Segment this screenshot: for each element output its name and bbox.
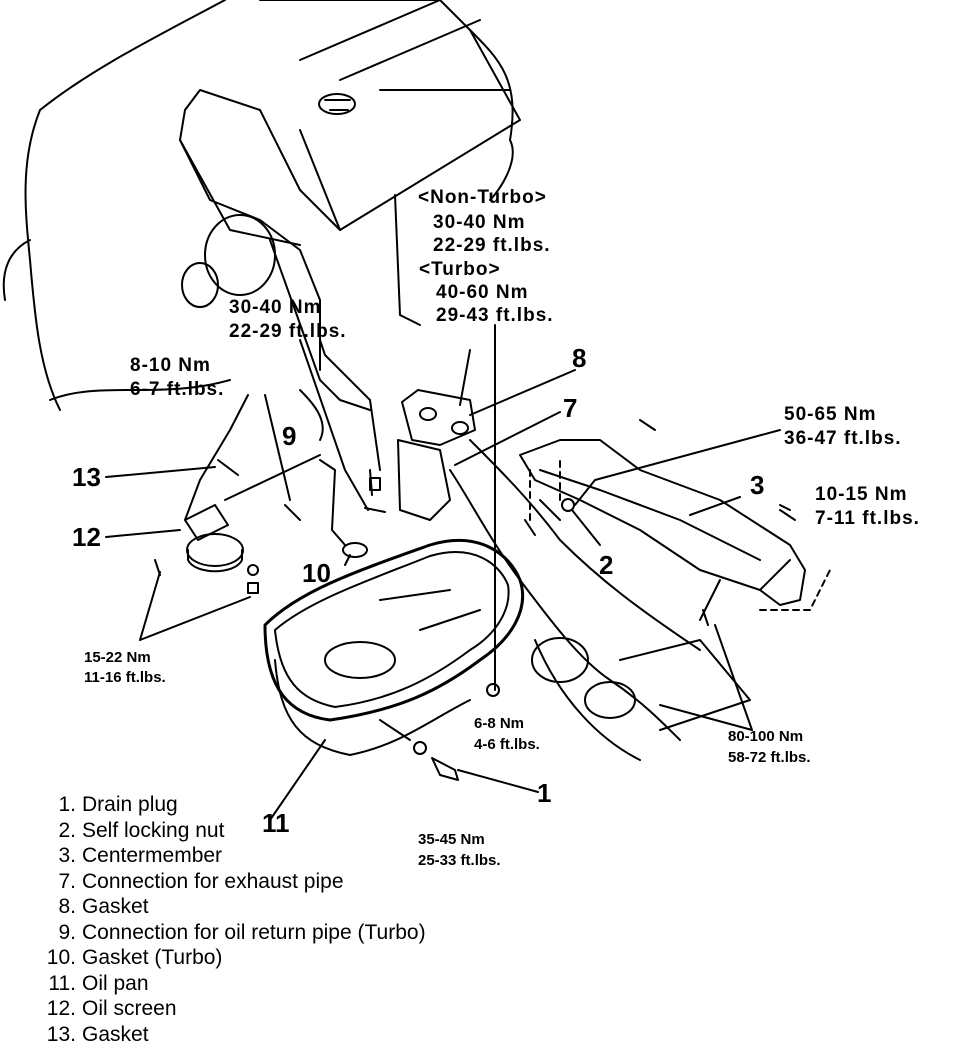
non-turbo-header: <Non-Turbo> xyxy=(418,187,547,208)
legend-text: Centermember xyxy=(82,844,223,867)
legend-text: Connection for exhaust pipe xyxy=(82,869,344,893)
callout-7: 7 xyxy=(563,393,578,423)
legend-number: 7. xyxy=(58,869,76,893)
non-turbo-torque-nm: 30-40 Nm xyxy=(433,212,526,233)
member-torque-nm: 80-100 Nm xyxy=(728,728,804,745)
legend-text: Connection for oil return pipe (Turbo) xyxy=(82,920,426,944)
legend-item: 11.Oil pan xyxy=(30,971,426,997)
left-upper-torque-nm: 30-40 Nm xyxy=(229,297,322,318)
legend-text: Gasket (Turbo) xyxy=(82,946,223,969)
legend-item: 12. Oil screen xyxy=(30,996,426,1022)
legend-text: Gasket xyxy=(82,895,149,918)
legend-number: 8. xyxy=(58,895,76,918)
legend-item: 3. Centermember xyxy=(30,843,426,869)
legend-number: 12. xyxy=(46,997,76,1020)
left-mid-torque-ftlbs: 6-7 ft.lbs. xyxy=(130,379,225,400)
right-mid-torque-nm: 10-15 Nm xyxy=(815,484,908,505)
turbo-torque-nm: 40-60 Nm xyxy=(436,282,529,303)
drain-plug-torque-nm: 35-45 Nm xyxy=(418,831,485,848)
valve-cover-ridge xyxy=(299,0,511,231)
legend-number: 1. xyxy=(58,793,76,816)
legend-item: 9.Connection for oil return pipe (Turbo) xyxy=(30,920,426,946)
member-torque-ftlbs: 58-72 ft.lbs. xyxy=(728,749,811,766)
legend-item: 10. Gasket (Turbo) xyxy=(30,945,426,971)
legend-item: 13.Gasket xyxy=(30,1022,426,1048)
right-mid-torque-ftlbs: 7-11 ft.lbs. xyxy=(815,508,920,529)
non-turbo-torque-ftlbs: 22-29 ft.lbs. xyxy=(433,235,551,256)
exhaust-gasket xyxy=(401,389,476,446)
callout-10: 10 xyxy=(302,558,331,588)
left-upper-torque-ftlbs: 22-29 ft.lbs. xyxy=(229,321,347,342)
pan-bolt-torque-ftlbs: 4-6 ft.lbs. xyxy=(474,736,540,753)
right-upper-torque-nm: 50-65 Nm xyxy=(784,404,877,425)
legend-number: 13. xyxy=(46,1022,76,1046)
legend-item: 1. Drain plug xyxy=(30,792,426,818)
drain-plug-torque-ftlbs: 25-33 ft.lbs. xyxy=(418,852,501,869)
parts-legend: 1. Drain plug 2.Self locking nut 3. Center… xyxy=(30,792,426,1047)
legend-text: Oil pan xyxy=(82,971,149,995)
body-outline xyxy=(24,0,226,411)
oil-screen-icon xyxy=(186,533,244,567)
legend-item: 8. Gasket xyxy=(30,894,426,920)
callout-13: 13 xyxy=(72,462,101,492)
callout-9: 9 xyxy=(282,421,297,451)
timing-pulley-icon xyxy=(204,214,276,296)
callout-2: 2 xyxy=(599,550,614,580)
callout-11: 11 xyxy=(262,808,290,838)
legend-item: 2.Self locking nut xyxy=(30,818,426,844)
callout-8: 8 xyxy=(572,343,587,373)
oil-screen-torque-ftlbs: 11-16 ft.lbs. xyxy=(84,669,166,686)
legend-text: Drain plug xyxy=(82,793,178,816)
exhaust-pipe xyxy=(449,469,681,741)
legend-number: 10. xyxy=(46,946,76,969)
body-outline-2 xyxy=(2,239,31,301)
legend-text: Self locking nut xyxy=(82,818,225,842)
legend-text: Gasket xyxy=(82,1022,149,1046)
oil-filler-cap-icon xyxy=(318,93,356,115)
oil-screen-torque-nm: 15-22 Nm xyxy=(84,649,151,666)
centermember xyxy=(519,439,806,606)
legend-number: 11. xyxy=(48,971,76,995)
legend-text: Oil screen xyxy=(82,997,177,1020)
callout-3: 3 xyxy=(750,470,765,500)
turbo-header: <Turbo> xyxy=(419,259,501,280)
callout-1: 1 xyxy=(537,778,552,808)
legend-number: 3. xyxy=(58,844,76,867)
pan-bolt-torque-nm: 6-8 Nm xyxy=(474,715,525,732)
callout-12: 12 xyxy=(72,522,101,552)
left-mid-torque-nm: 8-10 Nm xyxy=(130,355,211,376)
legend-number: 9. xyxy=(58,920,76,944)
legend-item: 7.Connection for exhaust pipe xyxy=(30,869,426,895)
oil-pan xyxy=(263,539,525,722)
right-upper-torque-ftlbs: 36-47 ft.lbs. xyxy=(784,428,902,449)
turbo-torque-ftlbs: 29-43 ft.lbs. xyxy=(436,305,554,326)
exhaust-flange xyxy=(397,439,451,521)
legend-number: 2. xyxy=(58,818,76,842)
